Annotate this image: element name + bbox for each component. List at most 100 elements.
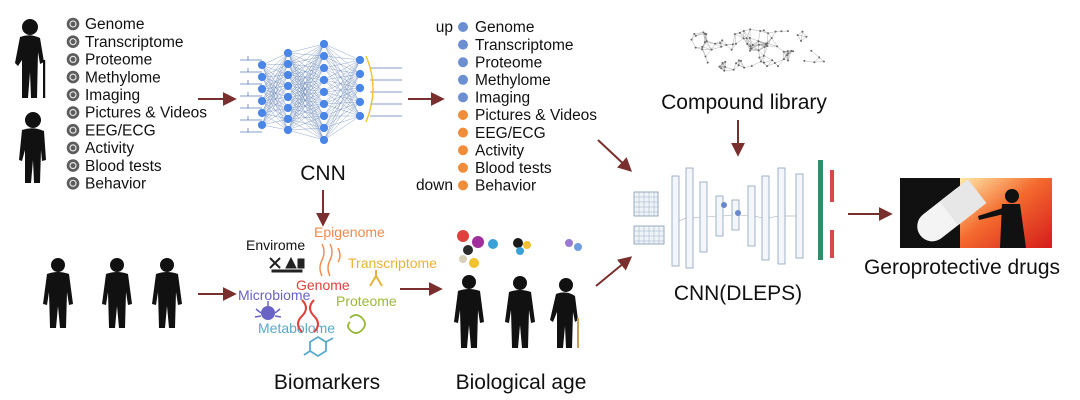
compound-point [737, 64, 740, 67]
compound-point [721, 61, 724, 64]
compound-link [743, 30, 751, 39]
network-connection [287, 43, 325, 76]
arrow-age-to-dleps [595, 256, 633, 287]
network-connection [323, 59, 361, 117]
compound-link [691, 39, 696, 48]
compound-point [719, 41, 722, 44]
input-data-item: Methylome [66, 69, 161, 86]
network-connection [323, 87, 361, 105]
envirome-tools-icon [269, 256, 305, 273]
compound-point [733, 33, 736, 36]
compound-point [704, 32, 707, 35]
network-node [257, 120, 267, 130]
compound-point [730, 48, 733, 51]
compound-link [691, 33, 695, 40]
network-node [319, 87, 329, 97]
network-connection [323, 103, 361, 117]
compound-link [734, 34, 737, 44]
biomarker-label: Epigenome [314, 224, 385, 240]
network-connection [323, 59, 361, 129]
compound-point [801, 30, 804, 33]
network-connection [287, 103, 325, 120]
compound-point [694, 46, 697, 49]
network-connection [261, 76, 289, 120]
network-output-bracket [365, 55, 374, 123]
compound-point [762, 29, 765, 32]
input-data-label: Genome [85, 16, 144, 33]
network-connection [261, 64, 289, 120]
compound-point [735, 42, 738, 45]
network-connection [287, 43, 325, 54]
compound-point [702, 31, 705, 34]
dleps-layer [699, 181, 708, 253]
network-connection [323, 59, 361, 105]
input-data-list: GenomeTranscriptomeProteomeMethylomeImag… [66, 16, 207, 193]
network-connection [287, 74, 325, 105]
compound-link [705, 56, 708, 63]
network-connection [287, 55, 325, 87]
genome-dna-icon [297, 299, 319, 333]
compound-link [783, 51, 788, 60]
network-node [355, 97, 365, 107]
network-node [283, 125, 293, 135]
geroprotective-drugs-image [900, 178, 1052, 248]
network-node [319, 63, 329, 73]
compound-point [805, 35, 808, 38]
network-connection [261, 74, 289, 102]
compound-link [719, 61, 726, 67]
compound-link [819, 57, 825, 62]
network-connection [261, 107, 289, 114]
compound-point [735, 62, 738, 65]
network-connection [323, 115, 361, 141]
network-connection [323, 73, 361, 117]
epigenome-chromatin-icon [319, 243, 341, 277]
input-data-label: Methylome [85, 69, 161, 86]
compound-link [752, 40, 759, 46]
network-connection [323, 91, 361, 103]
dleps-layer [761, 175, 770, 261]
imaging-icon [66, 88, 80, 102]
ranked-item: Imaging [458, 90, 530, 107]
network-connection [261, 64, 289, 98]
network-connection [323, 43, 361, 75]
network-connection [323, 73, 361, 129]
network-connection [323, 59, 361, 81]
dleps-connection [706, 215, 717, 218]
network-node [319, 111, 329, 121]
network-connection [287, 85, 325, 93]
input-data-label: Imaging [85, 87, 140, 104]
compound-point [706, 61, 709, 64]
compound-point [748, 49, 751, 52]
input-data-item: Imaging [66, 87, 140, 104]
compound-point [710, 48, 713, 51]
compound-point [724, 65, 727, 68]
network-connection [323, 79, 361, 117]
compound-link [738, 60, 745, 68]
ranked-item: Pictures & Videos [458, 107, 597, 124]
network-node [355, 69, 365, 79]
compound-point [759, 30, 762, 33]
network-node [283, 59, 293, 69]
network-connection [287, 55, 325, 131]
compound-point [743, 66, 746, 69]
compound-link [746, 43, 751, 51]
person-silhouette-icon [43, 258, 73, 328]
compound-point [693, 32, 696, 35]
network-connection [323, 101, 361, 105]
compound-point [718, 65, 721, 68]
input-data-item: Proteome [66, 52, 152, 69]
compound-point [771, 59, 774, 62]
dleps-connection [738, 214, 749, 217]
dleps-layer [715, 195, 724, 237]
network-connection [261, 85, 289, 126]
compound-link [749, 37, 759, 42]
network-connection [287, 52, 325, 141]
compound-link [695, 32, 704, 36]
network-connection [323, 73, 361, 105]
input-data-label: Blood tests [85, 158, 162, 175]
network-node [257, 60, 267, 70]
input-data-item: Activity [66, 140, 134, 157]
network-connection [287, 74, 325, 117]
network-connection [261, 63, 289, 126]
biomarker-label: Microbiome [238, 287, 311, 303]
